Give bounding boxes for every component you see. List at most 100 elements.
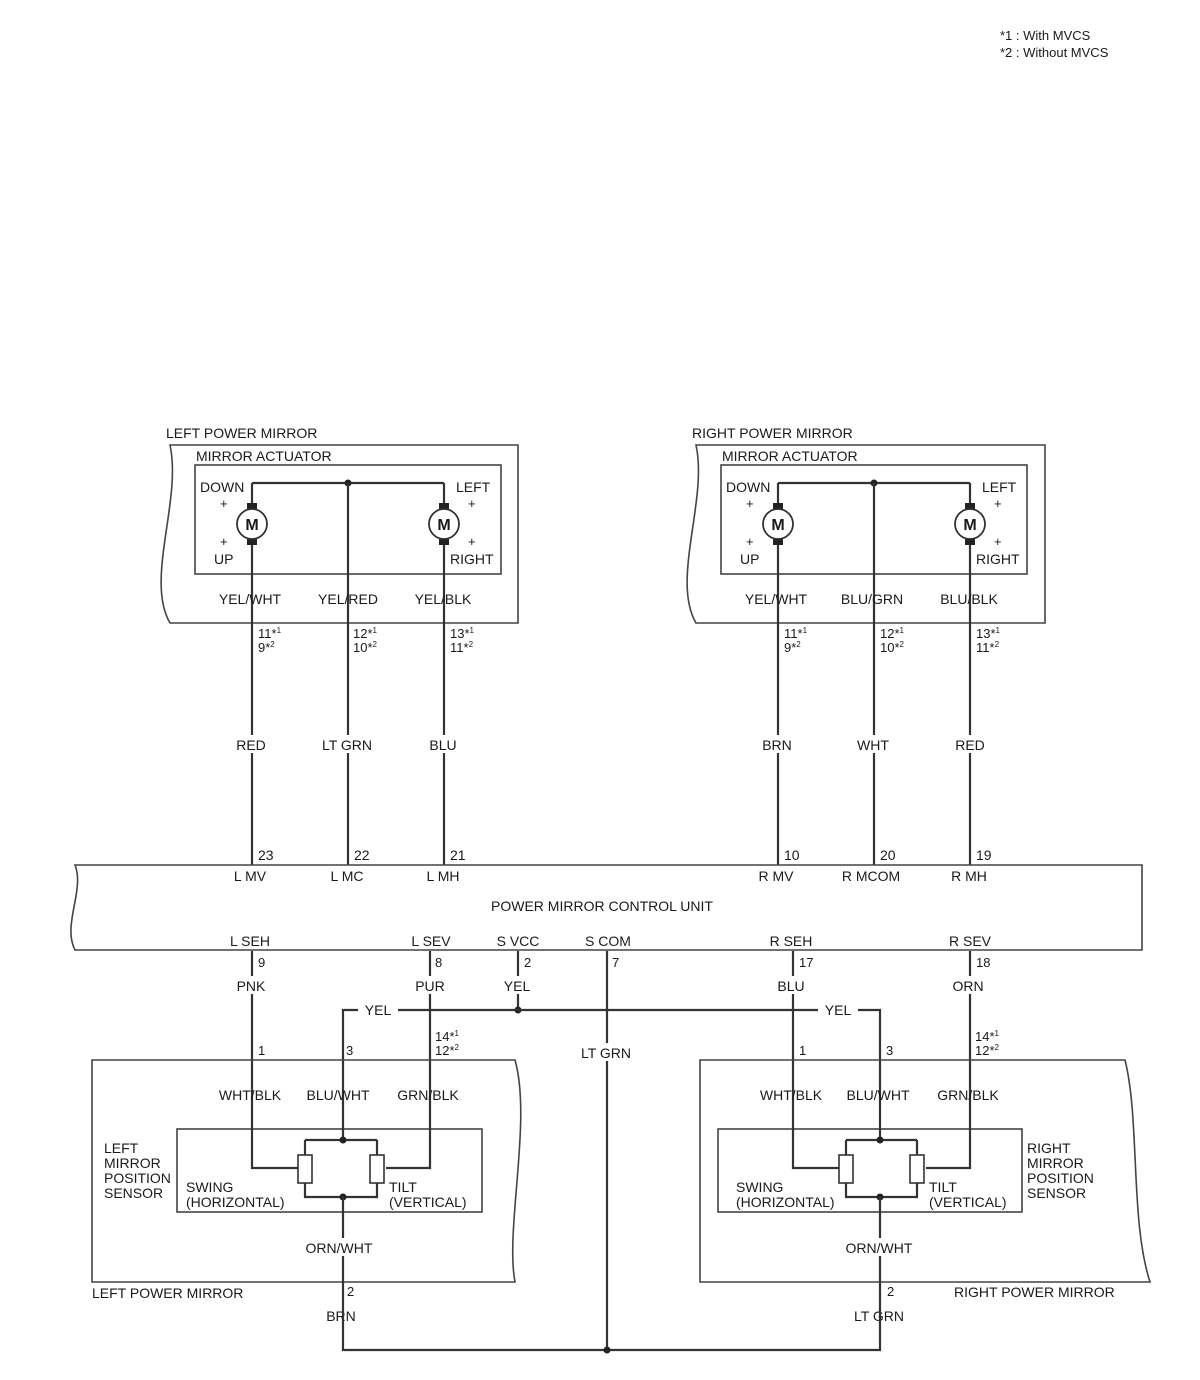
control-unit-title: POWER MIRROR CONTROL UNIT [491, 898, 713, 914]
terminal-pin-23: 23 [258, 847, 274, 863]
svg-text:12*2: 12*2 [975, 1043, 1000, 1058]
left-sensor-wire-orn-wht: ORN/WHT [306, 1240, 373, 1256]
terminal-pin-19: 19 [976, 847, 992, 863]
left-sensor-title: LEFT MIRROR POSITION SENSOR [104, 1140, 175, 1201]
svg-text:1: 1 [799, 1043, 806, 1058]
svg-text:9*2: 9*2 [258, 640, 275, 655]
svg-text:12*1: 12*1 [880, 626, 905, 641]
terminal-l-mv: L MV [234, 868, 267, 884]
left-power-mirror-title: LEFT POWER MIRROR [166, 425, 317, 441]
right-right-label: RIGHT [976, 551, 1020, 567]
terminal-r-mcom: R MCOM [842, 868, 900, 884]
terminal-r-mv: R MV [759, 868, 795, 884]
right-left-label: LEFT [982, 479, 1017, 495]
right-actuator-title: MIRROR ACTUATOR [722, 448, 858, 464]
right-sensor-wire-grn-blk: GRN/BLK [937, 1087, 999, 1103]
left-left-label: LEFT [456, 479, 491, 495]
left-harness-lt-grn: LT GRN [322, 737, 372, 753]
left-sensor-wire-wht-blk: WHT/BLK [219, 1087, 282, 1103]
wire-orn: ORN [952, 978, 983, 994]
control-unit-bottom-pins: 9 8 2 7 17 18 [258, 955, 990, 970]
right-mirror-position-sensor-unit: 1 3 14*1 12*2 WHT/BLK BLU/WHT GRN/BLK RI… [699, 1029, 1152, 1324]
left-actuator-title: MIRROR ACTUATOR [196, 448, 332, 464]
left-wire-yel-wht: YEL/WHT [219, 591, 282, 607]
svg-text:11*2: 11*2 [976, 640, 1000, 655]
svg-text:1: 1 [258, 1043, 265, 1058]
svg-text:M: M [963, 517, 976, 534]
left-horizontal-motor-icon: M [428, 503, 460, 545]
right-power-mirror-title: RIGHT POWER MIRROR [692, 425, 853, 441]
svg-text:2: 2 [524, 955, 531, 970]
svg-text:11*2: 11*2 [450, 640, 474, 655]
right-power-mirror-actuator-unit: RIGHT POWER MIRROR MIRROR ACTUATOR M M D… [686, 425, 1046, 625]
terminal-l-sev: L SEV [411, 933, 451, 949]
right-sensor-wire-blu-wht: BLU/WHT [847, 1087, 910, 1103]
left-mirror-connector-pins: 11*1 9*2 12*1 10*2 13*1 11*2 [258, 626, 475, 655]
left-vertical-motor-icon: M [236, 503, 268, 545]
right-swing-sensor-icon [838, 1154, 854, 1184]
terminal-pin-21: 21 [450, 847, 466, 863]
left-ground-wire-brn: BRN [326, 1308, 356, 1324]
right-harness-red: RED [955, 737, 985, 753]
terminal-l-mc: L MC [331, 868, 364, 884]
sensor-harness: PNK PUR YEL BLU ORN YEL YEL LT GRN [232, 951, 990, 1350]
right-sensor-wire-orn-wht: ORN/WHT [846, 1240, 913, 1256]
legend: *1 : With MVCS *2 : Without MVCS [1000, 28, 1109, 60]
left-up-label: UP [214, 551, 233, 567]
right-harness-wht: WHT [857, 737, 889, 753]
terminal-pin-20: 20 [880, 847, 896, 863]
svg-text:13*1: 13*1 [450, 626, 475, 641]
svg-text:3: 3 [886, 1043, 893, 1058]
svg-text:12*1: 12*1 [353, 626, 378, 641]
svg-text:2: 2 [347, 1284, 354, 1299]
svg-text:14*1: 14*1 [435, 1029, 460, 1044]
left-mirror-harness: RED LT GRN BLU [232, 625, 462, 865]
right-vertical-motor-icon: M [762, 503, 794, 545]
right-down-label: DOWN [726, 479, 770, 495]
right-mirror-connector-pins: 11*1 9*2 12*1 10*2 13*1 11*2 [784, 626, 1001, 655]
svg-text:2: 2 [887, 1284, 894, 1299]
svg-text:18: 18 [976, 955, 990, 970]
right-tilt-label: TILT (VERTICAL) [929, 1179, 1007, 1210]
svg-text:9*2: 9*2 [784, 640, 801, 655]
svg-text:3: 3 [346, 1043, 353, 1058]
left-mirror-housing [160, 444, 519, 624]
terminal-s-com: S COM [585, 933, 631, 949]
svg-text:+: + [994, 496, 1002, 511]
left-wire-yel-blk: YEL/BLK [415, 591, 472, 607]
svg-text:11*1: 11*1 [258, 626, 282, 641]
terminal-r-sev: R SEV [949, 933, 992, 949]
left-sensor-housing [91, 1059, 522, 1283]
left-swing-label: SWING (HORIZONTAL) [186, 1179, 285, 1210]
right-mirror-housing [686, 444, 1046, 624]
right-wire-blu-grn: BLU/GRN [841, 591, 903, 607]
terminal-r-mh: R MH [951, 868, 987, 884]
svg-text:+: + [746, 534, 754, 549]
terminal-l-mh: L MH [427, 868, 460, 884]
svg-text:17: 17 [799, 955, 813, 970]
left-harness-red: RED [236, 737, 266, 753]
wire-yel: YEL [504, 978, 531, 994]
svg-text:+: + [994, 534, 1002, 549]
terminal-pin-10: 10 [784, 847, 800, 863]
bus-yel-left: YEL [365, 1002, 392, 1018]
right-sensor-wire-wht-blk: WHT/BLK [760, 1087, 823, 1103]
legend-note-without-mvcs: *2 : Without MVCS [1000, 45, 1109, 60]
svg-text:12*2: 12*2 [435, 1043, 460, 1058]
right-mirror-harness: BRN WHT RED [758, 625, 990, 865]
svg-text:+: + [220, 534, 228, 549]
svg-text:M: M [245, 517, 258, 534]
left-sensor-wire-grn-blk: GRN/BLK [397, 1087, 459, 1103]
terminal-l-seh: L SEH [230, 933, 270, 949]
terminal-s-vcc: S VCC [497, 933, 540, 949]
svg-text:+: + [746, 496, 754, 511]
left-tilt-sensor-icon [369, 1154, 385, 1184]
svg-text:10*2: 10*2 [880, 640, 905, 655]
svg-text:10*2: 10*2 [353, 640, 378, 655]
right-up-label: UP [740, 551, 759, 567]
svg-text:M: M [437, 517, 450, 534]
left-tilt-label: TILT (VERTICAL) [389, 1179, 467, 1210]
left-down-label: DOWN [200, 479, 244, 495]
left-right-label: RIGHT [450, 551, 494, 567]
